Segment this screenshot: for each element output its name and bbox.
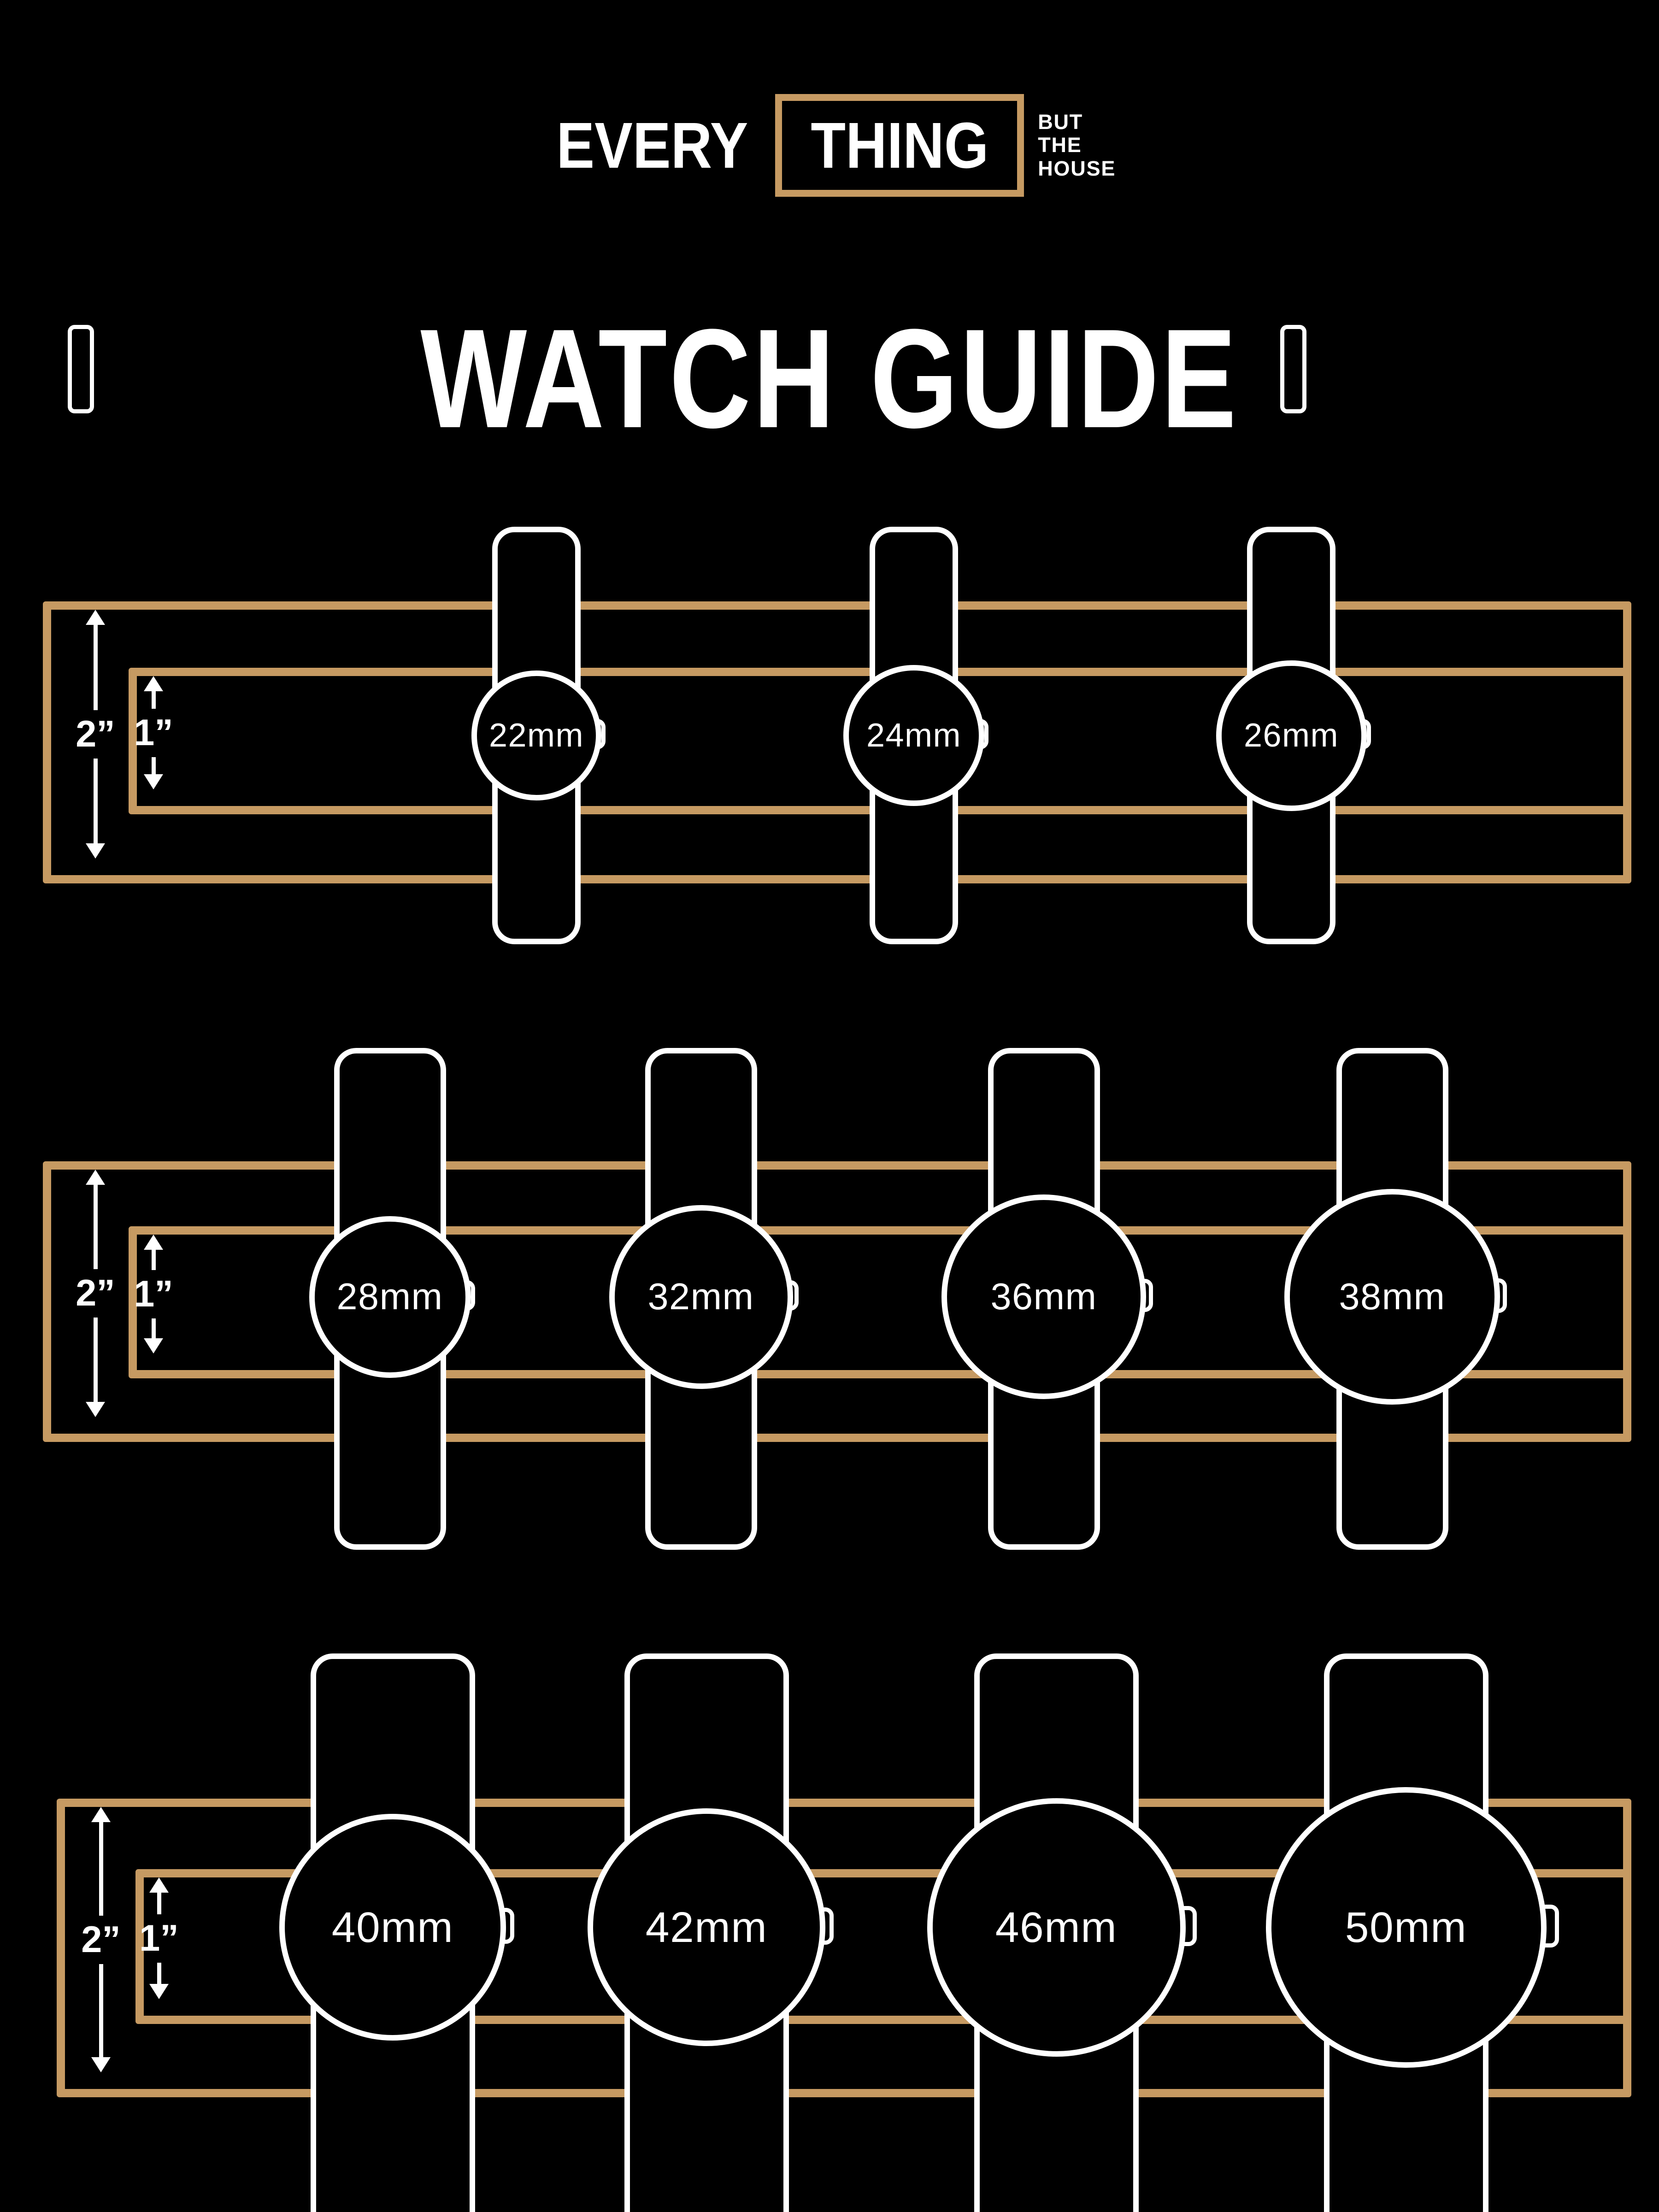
dimension-line xyxy=(93,1318,98,1402)
dimension-label: 1” xyxy=(139,1917,179,1959)
dimension-label: 2” xyxy=(76,713,115,755)
logo-word-thing: THING xyxy=(810,109,988,182)
watch-case: 50mm xyxy=(1265,1787,1547,2068)
strap-width-band-1in xyxy=(129,1226,1631,1378)
dimension-marker-2in: 2” xyxy=(80,1807,122,2072)
logo-box: THING xyxy=(775,94,1024,197)
watch-case: 36mm xyxy=(941,1194,1146,1399)
dimension-line xyxy=(151,757,156,774)
strap-stub-decoration-left xyxy=(68,325,94,413)
dimension-label: 1” xyxy=(134,712,173,753)
logo-tagline: BUT THE HOUSE xyxy=(1038,111,1116,180)
watch-case: 22mm xyxy=(471,671,601,800)
dimension-line xyxy=(151,691,156,709)
watch-case: 32mm xyxy=(609,1205,793,1389)
dimension-line xyxy=(157,1962,161,1984)
watch-case: 40mm xyxy=(279,1814,506,2041)
watch-size-label: 32mm xyxy=(647,1276,754,1318)
watch-size-label: 50mm xyxy=(1345,1903,1467,1951)
dimension-marker-1in: 1” xyxy=(133,1235,174,1353)
watch-size-label: 26mm xyxy=(1243,717,1339,754)
watch-size-label: 40mm xyxy=(331,1903,454,1951)
arrow-up-icon xyxy=(144,1235,163,1250)
arrow-up-icon xyxy=(86,1170,105,1185)
watch-case: 38mm xyxy=(1284,1189,1500,1405)
arrow-down-icon xyxy=(144,774,163,789)
watch-size-label: 36mm xyxy=(990,1276,1097,1318)
arrow-up-icon xyxy=(86,610,105,625)
arrow-up-icon xyxy=(91,1807,111,1822)
arrow-up-icon xyxy=(144,676,163,691)
dimension-label: 2” xyxy=(81,1918,121,1960)
watch-size-label: 24mm xyxy=(866,717,962,754)
strap-width-band-1in xyxy=(135,1869,1631,2024)
arrow-down-icon xyxy=(86,1402,105,1417)
dimension-line xyxy=(99,1822,103,1916)
arrow-up-icon xyxy=(149,1877,169,1893)
dimension-line xyxy=(93,625,98,710)
logo-tagline-line: BUT xyxy=(1038,110,1083,134)
dimension-marker-2in: 2” xyxy=(75,1170,116,1417)
watch-case: 46mm xyxy=(927,1798,1186,2057)
logo-tagline-line: HOUSE xyxy=(1038,156,1116,180)
logo-tagline-line: THE xyxy=(1038,133,1082,157)
dimension-line xyxy=(151,1318,156,1338)
arrow-down-icon xyxy=(144,1338,163,1353)
dimension-line xyxy=(99,1964,103,2057)
dimension-label: 2” xyxy=(76,1272,115,1314)
dimension-line xyxy=(93,1185,98,1269)
watch-size-label: 38mm xyxy=(1339,1276,1446,1318)
watch-size-label: 22mm xyxy=(488,717,584,754)
page-title: WATCH GUIDE xyxy=(420,300,1239,457)
watch-size-label: 28mm xyxy=(336,1276,443,1318)
watch-size-label: 42mm xyxy=(645,1903,768,1951)
watch-case: 24mm xyxy=(843,665,984,806)
strap-stub-decoration-right xyxy=(1280,325,1306,413)
dimension-marker-1in: 1” xyxy=(138,1877,180,1999)
dimension-label: 1” xyxy=(134,1273,173,1315)
watch-case: 28mm xyxy=(309,1216,471,1378)
arrow-down-icon xyxy=(86,843,105,859)
dimension-marker-2in: 2” xyxy=(75,610,116,859)
dimension-line xyxy=(151,1250,156,1270)
arrow-down-icon xyxy=(91,2057,111,2072)
brand-logo: EVERY THING BUT THE HOUSE xyxy=(0,94,1659,197)
watch-size-label: 46mm xyxy=(995,1903,1118,1951)
dimension-line xyxy=(93,758,98,843)
logo-word-every: EVERY xyxy=(556,109,748,182)
watch-case: 42mm xyxy=(588,1808,825,2046)
dimension-line xyxy=(157,1893,161,1914)
dimension-marker-1in: 1” xyxy=(133,676,174,789)
watch-case: 26mm xyxy=(1216,660,1367,811)
arrow-down-icon xyxy=(149,1984,169,1999)
